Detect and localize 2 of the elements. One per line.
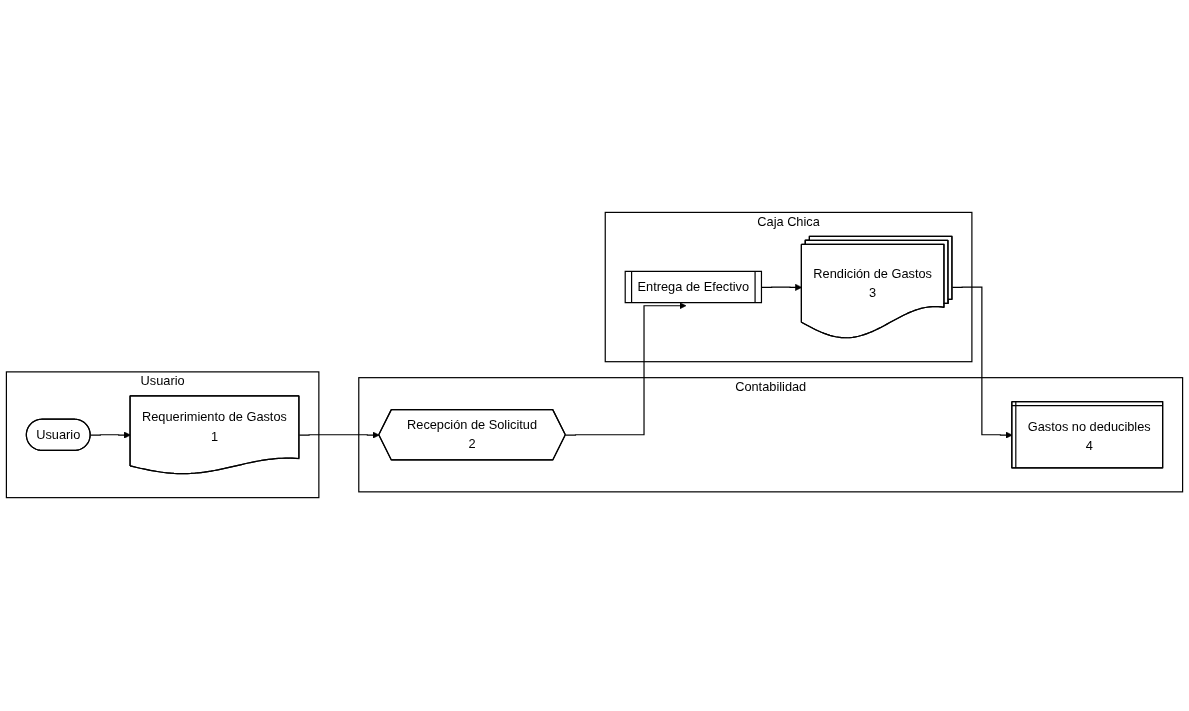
arrow	[298, 432, 380, 440]
arrow	[761, 284, 803, 292]
